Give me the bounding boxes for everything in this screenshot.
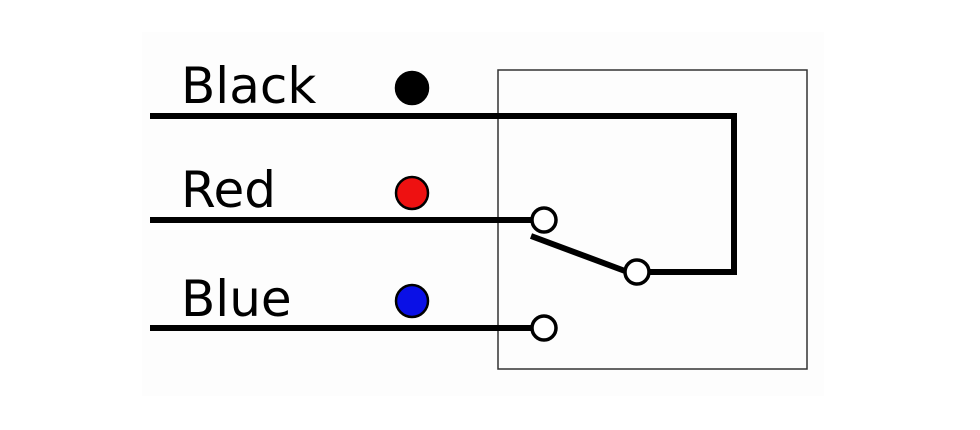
blue-terminal: [530, 314, 558, 342]
red-terminal: [530, 206, 558, 234]
black-color-dot: [394, 70, 430, 106]
red-color-dot: [394, 175, 430, 211]
switch-lever: [529, 233, 627, 274]
diagram-background: [142, 32, 824, 396]
black-wire: [150, 113, 737, 275]
wire-label-blue: Blue: [181, 270, 292, 328]
blue-color-dot: [394, 283, 430, 319]
common-terminal: [623, 258, 651, 286]
wire-label-black: Black: [181, 57, 316, 115]
wire-label-red: Red: [181, 161, 276, 219]
